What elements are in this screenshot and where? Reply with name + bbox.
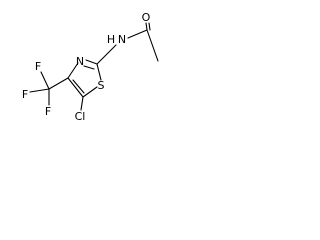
ring-n3-c4-bond: [67, 62, 79, 79]
carbonyl-methyl-bond: [146, 29, 159, 62]
carbonyl-nitrogen-bond: [127, 29, 148, 39]
ring-c5-s1-bond: [82, 86, 98, 98]
oxygen-label: O: [142, 11, 151, 24]
molecule-structure: O N H N S Cl F F F: [0, 0, 200, 138]
ring-c4-c5-double-bond: [72, 79, 85, 94]
ring-nitrogen-label: N: [76, 55, 84, 68]
fluorine-top-label: F: [35, 60, 41, 73]
amide-hydrogen-label: H: [107, 33, 115, 46]
amide-nitrogen-label: N: [118, 33, 126, 46]
ring-c4-c5-bond: [67, 77, 84, 98]
molecule-svg: O N H N S Cl F F F: [22, 11, 159, 123]
ring-c2-n3-bond: [85, 59, 98, 65]
cf3-top-fluorine-bond: [40, 71, 50, 90]
fluorine-bottom-label: F: [45, 105, 51, 118]
amide-ring-bond: [96, 44, 117, 65]
fluorine-left-label: F: [22, 88, 28, 101]
ring-c2-n3-double-bond: [83, 65, 95, 70]
c4-cf3-bond: [48, 77, 69, 90]
sulfur-label: S: [98, 79, 105, 92]
cf3-left-fluorine-bond: [29, 88, 50, 93]
chlorine-label: Cl: [75, 110, 86, 123]
carbonyl-oxygen-bond-2: [148, 22, 151, 31]
carbonyl-oxygen-bond-1: [145, 22, 148, 31]
ring-s1-c2-bond: [96, 63, 102, 81]
c5-chlorine-bond: [80, 96, 84, 111]
